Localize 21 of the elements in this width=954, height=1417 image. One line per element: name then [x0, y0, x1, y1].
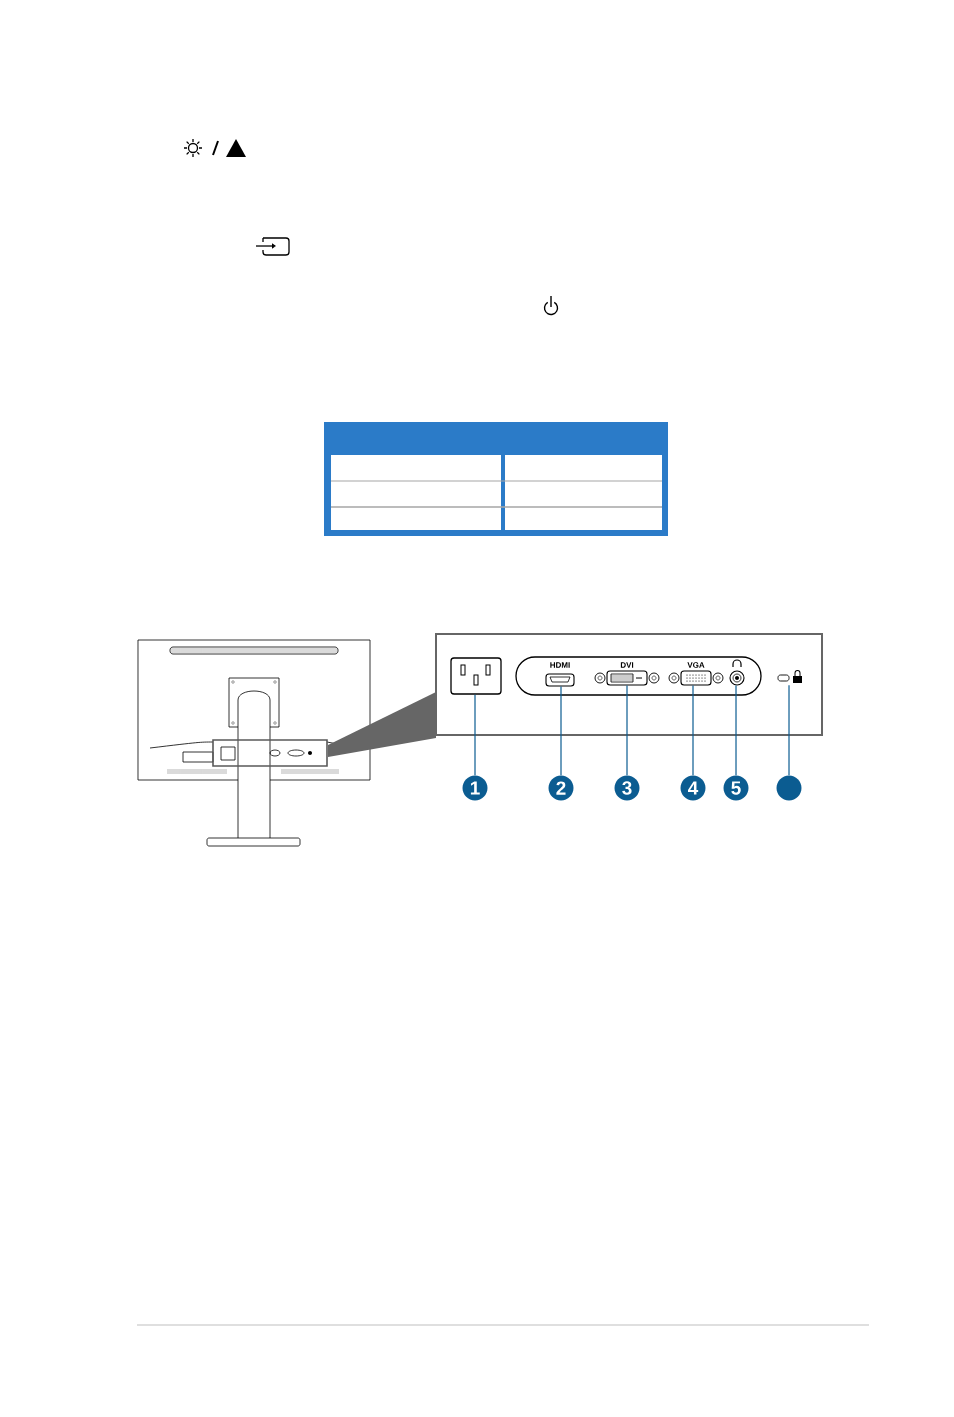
leader-line	[474, 694, 476, 776]
callout-number: 5	[723, 775, 749, 801]
port-label: DVI	[620, 662, 634, 668]
leader-line	[560, 685, 562, 776]
leader-line	[692, 684, 694, 776]
security-slot	[777, 670, 802, 683]
callout-number: 1	[462, 775, 488, 801]
callout-number: 2	[548, 775, 574, 801]
leader-line	[735, 684, 737, 776]
callout-circle	[776, 775, 802, 801]
callout-number: 3	[614, 775, 640, 801]
power-socket	[450, 657, 502, 695]
callout-number: 4	[680, 775, 706, 801]
port-label: VGA	[687, 662, 705, 668]
leader-line	[626, 684, 628, 776]
dvi-port	[594, 670, 660, 686]
leader-line	[788, 684, 790, 776]
hdmi-port	[545, 673, 575, 687]
audio-jack	[729, 670, 745, 686]
port-label: HDMI	[550, 662, 570, 668]
vga-port	[668, 670, 724, 686]
